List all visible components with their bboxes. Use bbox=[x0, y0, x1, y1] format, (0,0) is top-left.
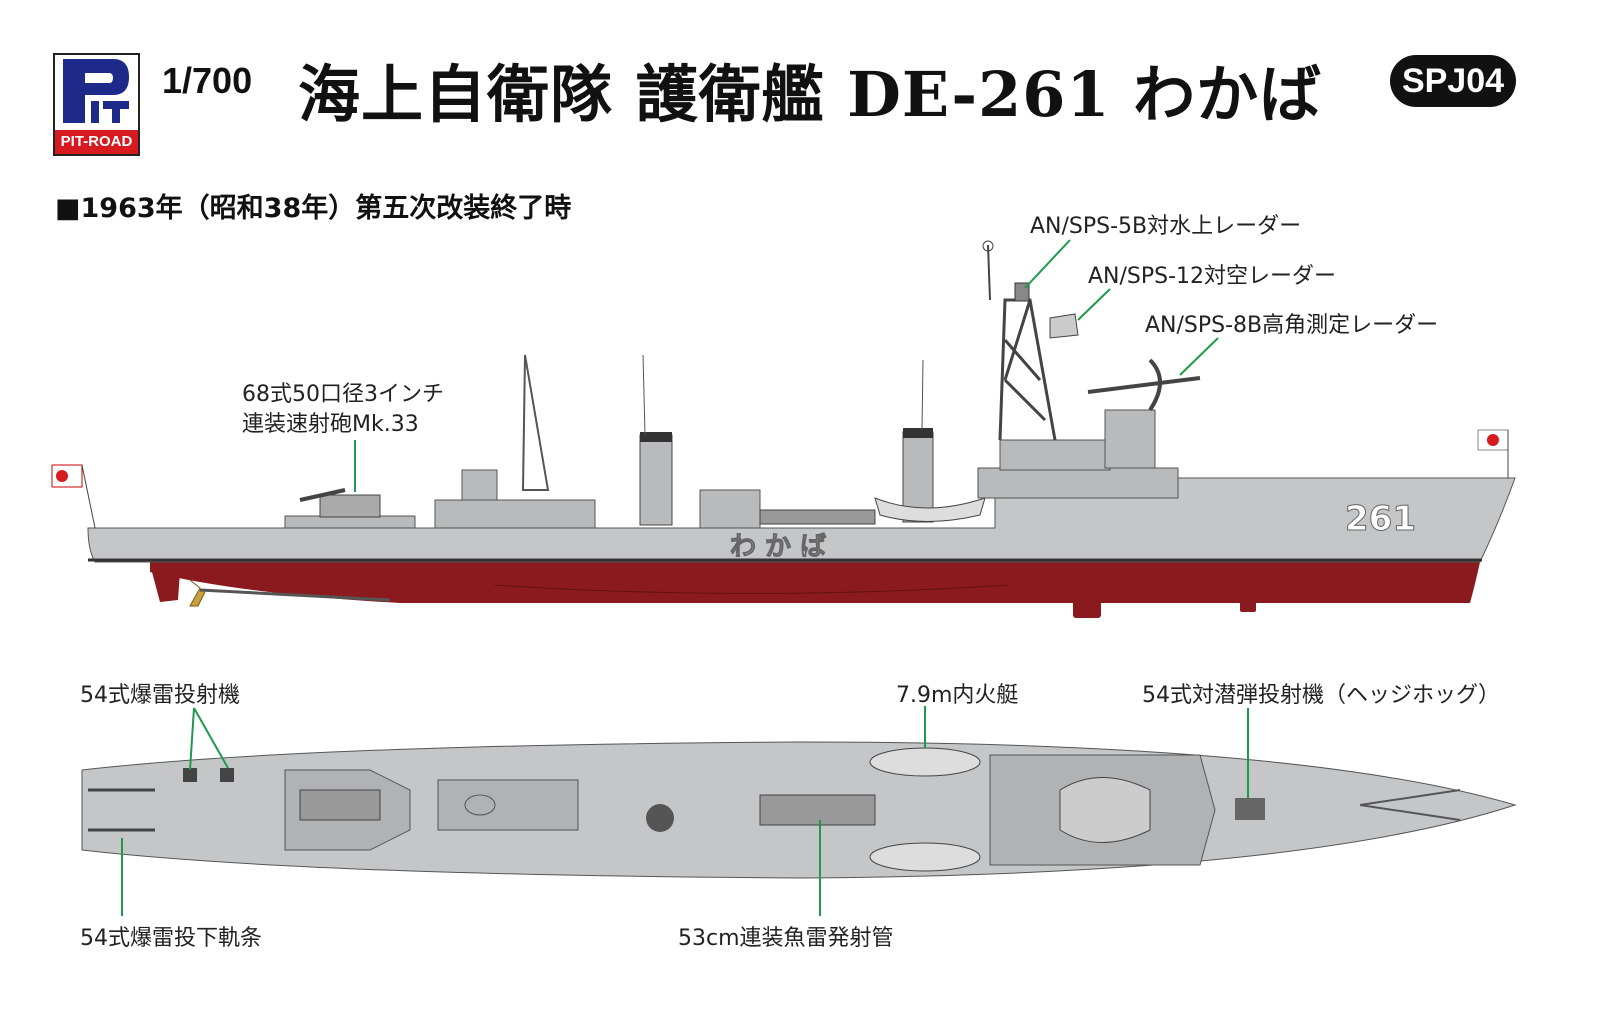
pit-logo-mark-icon bbox=[63, 59, 129, 123]
hull-bottom bbox=[150, 562, 1480, 603]
logo-text: PIT-ROAD bbox=[55, 130, 138, 154]
side-view: 261 わ か ば bbox=[51, 240, 1516, 618]
label-gun-line2: 連装速射砲Mk.33 bbox=[242, 412, 419, 437]
label-sps12: AN/SPS-12対空レーダー bbox=[1088, 264, 1337, 289]
hull-side bbox=[87, 477, 1516, 563]
pit-road-logo: PIT-ROAD bbox=[53, 53, 140, 156]
scale-label: 1/700 bbox=[162, 60, 253, 101]
product-code-badge: SPJ04 bbox=[1390, 55, 1516, 107]
label-gun-line1: 68式50口径3インチ bbox=[242, 382, 444, 407]
label-motor-boat: 7.9m内火艇 bbox=[896, 683, 1019, 708]
label-depth-charge-projector: 54式爆雷投射機 bbox=[80, 683, 240, 708]
propeller-icon bbox=[189, 579, 206, 607]
lattice-mast bbox=[998, 298, 1057, 441]
ship-name-on-hull: わ か ば bbox=[730, 532, 826, 562]
hull-number: 261 bbox=[1345, 499, 1416, 539]
subtitle: ■1963年（昭和38年）第五次改装終了時 bbox=[55, 193, 572, 224]
motor-boat bbox=[869, 747, 981, 777]
leader-lines bbox=[121, 239, 1249, 916]
label-hedgehog: 54式対潜弾投射機（ヘッジホッグ） bbox=[1142, 683, 1500, 708]
label-sps8b: AN/SPS-8B高角測定レーダー bbox=[1145, 313, 1439, 338]
label-sps5b: AN/SPS-5B対水上レーダー bbox=[1030, 214, 1302, 239]
top-view bbox=[81, 741, 1517, 879]
page-title: 海上自衛隊 護衛艦 DE-261 わかば bbox=[298, 58, 1323, 131]
sps8b-radar bbox=[1087, 358, 1201, 412]
label-depth-charge-rack: 54式爆雷投下軌条 bbox=[80, 926, 262, 951]
label-torpedo-tubes: 53cm連装魚雷発射管 bbox=[678, 926, 894, 951]
